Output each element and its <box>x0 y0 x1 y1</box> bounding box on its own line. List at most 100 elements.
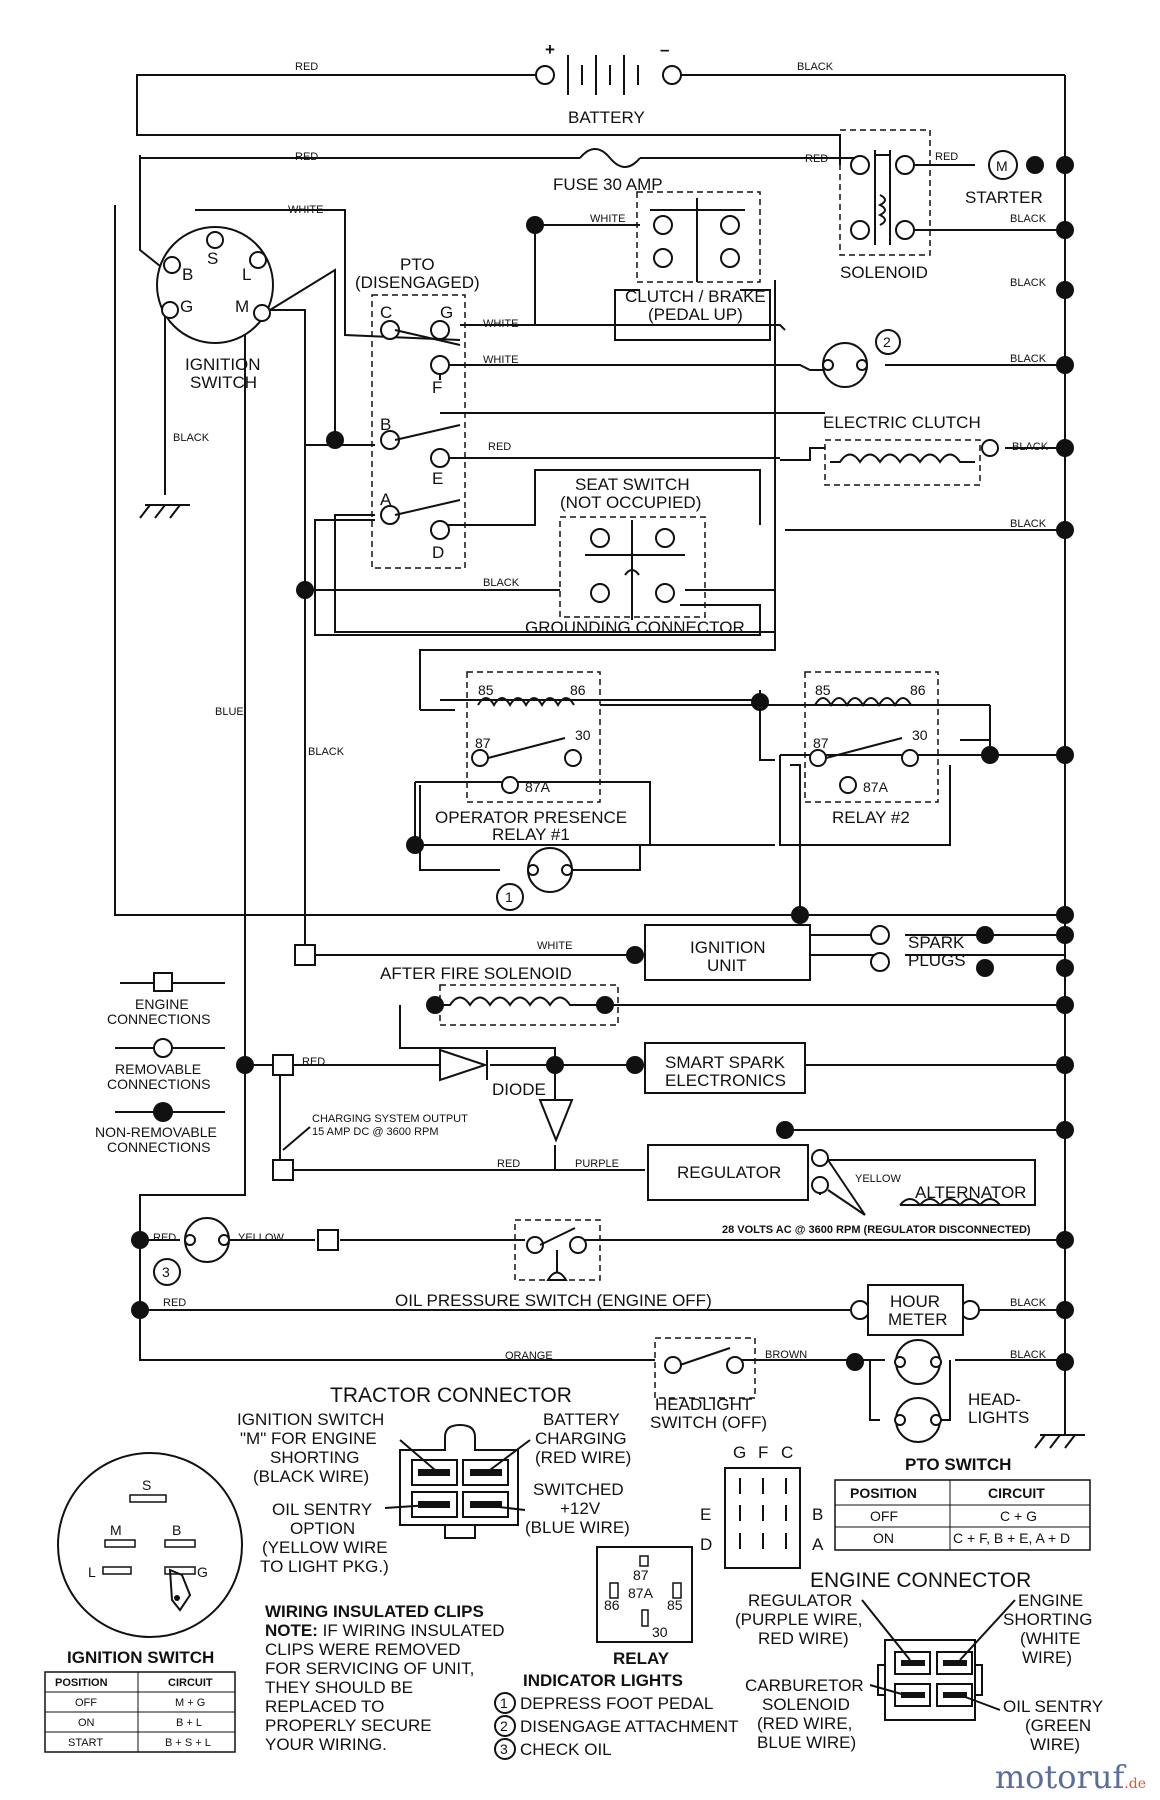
wire-black-9: BLACK <box>308 746 345 758</box>
wire-black-10: BLACK <box>1010 1297 1047 1309</box>
pto-switch: PTO (DISENGAGED) C G F B E A D <box>355 255 480 562</box>
ec-short-1: ENGINE <box>1018 1591 1083 1610</box>
pto-d: D <box>432 543 444 562</box>
lamp-1-number: 1 <box>505 889 513 905</box>
tc-ign-1: IGNITION SWITCH <box>237 1410 384 1429</box>
relay2-label: RELAY #2 <box>832 808 910 827</box>
ign-table-r3c1: START <box>68 1737 103 1749</box>
indicator-lamp-1: 1 <box>496 847 573 911</box>
relay1-87: 87 <box>475 735 491 751</box>
lamp-2-number: 2 <box>883 334 891 350</box>
relay1-85: 85 <box>478 682 494 698</box>
wire-white-5: WHITE <box>537 940 572 952</box>
oil-pressure-switch: 3 OIL PRESSURE SWITCH (ENGINE OFF) <box>153 1217 712 1310</box>
wire-red-3: RED <box>805 153 828 165</box>
alternator-label: ALTERNATOR <box>915 1183 1026 1202</box>
tc-ign-2: "M" FOR ENGINE <box>240 1429 377 1448</box>
seat-switch-label-2: (NOT OCCUPIED) <box>560 493 701 512</box>
legend: ENGINE CONNECTIONS REMOVABLE CONNECTIONS… <box>95 972 225 1155</box>
oil-pressure-label: OIL PRESSURE SWITCH (ENGINE OFF) <box>395 1291 712 1310</box>
tc-bat-2: CHARGING <box>535 1429 627 1448</box>
lamp-3-number: 3 <box>162 1264 170 1280</box>
wire-red-8: RED <box>153 1232 176 1244</box>
legend-engine-2: CONNECTIONS <box>107 1011 210 1027</box>
indicator-3-text: CHECK OIL <box>520 1740 612 1759</box>
alt-note: 28 VOLTS AC @ 3600 RPM (REGULATOR DISCON… <box>722 1224 1031 1236</box>
isw-b: B <box>172 1522 181 1538</box>
tc-sw-3: (BLUE WIRE) <box>525 1518 630 1537</box>
grounding-connector-label: GROUNDING CONNECTOR <box>525 618 745 637</box>
tc-oil-4: TO LIGHT PKG.) <box>260 1557 389 1576</box>
engine-connections <box>272 944 316 1181</box>
smart-spark: SMART SPARK ELECTRONICS <box>644 1042 806 1094</box>
ign-table-r1c2: M + G <box>175 1697 205 1709</box>
relay-2: 85 86 87 30 87A RELAY #2 <box>809 682 928 827</box>
clips-line-6: PROPERLY SECURE <box>265 1716 432 1735</box>
starter: M STARTER <box>965 150 1043 207</box>
legend-nonremovable-1: NON-REMOVABLE <box>95 1124 217 1140</box>
wire-orange: ORANGE <box>505 1350 553 1362</box>
relay1-87a: 87A <box>525 779 551 795</box>
wire-black-6: BLACK <box>173 432 210 444</box>
pto-table-r1c2: C + G <box>1000 1508 1037 1524</box>
pto-switch-diagram: G F C E B D A PTO SWITCH POSITION CIRCUI… <box>700 1443 1091 1569</box>
isw-s: S <box>142 1477 151 1493</box>
isw-g: G <box>197 1564 208 1580</box>
relay1-30: 30 <box>575 727 591 743</box>
wire-red-6: RED <box>302 1056 325 1068</box>
ec-carb-4: BLUE WIRE) <box>757 1733 856 1752</box>
smart-spark-label-2: ELECTRONICS <box>665 1071 786 1090</box>
solenoid-label: SOLENOID <box>840 263 928 282</box>
wire-red-9: RED <box>163 1297 186 1309</box>
headlight-switch: HEADLIGHT SWITCH (OFF) <box>650 1347 767 1432</box>
ec-reg-3: RED WIRE) <box>758 1629 849 1648</box>
battery-label: BATTERY <box>568 108 645 127</box>
clips-note-body: IF WIRING INSULATED <box>318 1621 505 1640</box>
ignition-label-2: SWITCH <box>190 373 257 392</box>
pto-table-r2c2: C + F, B + E, A + D <box>953 1530 1070 1546</box>
indicator-lamp-2: 2 <box>822 329 901 388</box>
wire-black-7: BLACK <box>1010 518 1047 530</box>
ign-g: G <box>180 297 193 316</box>
regulator-label: REGULATOR <box>677 1163 781 1182</box>
relay-pin-30: 30 <box>652 1624 668 1640</box>
ign-table-h2: CIRCUIT <box>168 1677 213 1689</box>
after-fire-solenoid: AFTER FIRE SOLENOID <box>380 964 605 1007</box>
solenoid: SOLENOID <box>840 150 928 282</box>
clutch-brake-label-2: (PEDAL UP) <box>648 305 743 324</box>
pto-label-2: (DISENGAGED) <box>355 273 480 292</box>
relay-1: 85 86 87 30 87A OPERATOR PRESENCE RELAY … <box>435 682 627 844</box>
relay2-30: 30 <box>912 727 928 743</box>
ign-m: M <box>235 297 249 316</box>
ec-carb-2: SOLENOID <box>762 1695 850 1714</box>
ec-reg-2: (PURPLE WIRE, <box>735 1610 863 1629</box>
battery-plus: + <box>545 40 555 59</box>
engine-connector: ENGINE CONNECTOR REGULATOR (PURPLE WIRE,… <box>735 1569 1103 1754</box>
ignition-label-1: IGNITION <box>185 355 261 374</box>
ign-s: S <box>207 249 218 268</box>
battery-minus: – <box>660 40 669 59</box>
indicator-3-num: 3 <box>500 1741 508 1757</box>
wire-red-1: RED <box>295 61 318 73</box>
starter-label: STARTER <box>965 188 1043 207</box>
indicator-2-text: DISENGAGE ATTACHMENT <box>520 1717 739 1736</box>
clips-line-3: FOR SERVICING OF UNIT, <box>265 1659 474 1678</box>
tractor-connector-title: TRACTOR CONNECTOR <box>330 1384 572 1407</box>
tractor-connector: TRACTOR CONNECTOR IGNITION SWITCH "M" FO… <box>237 1384 631 1576</box>
legend-engine-1: ENGINE <box>135 996 189 1012</box>
relay2-87: 87 <box>813 735 829 751</box>
clips-line-2: CLIPS WERE REMOVED <box>265 1640 461 1659</box>
wire-black-1: BLACK <box>797 61 834 73</box>
after-fire-label: AFTER FIRE SOLENOID <box>380 964 572 983</box>
relay-title: RELAY <box>613 1649 670 1668</box>
clips-line-7: YOUR WIRING. <box>265 1735 387 1754</box>
fuse: FUSE 30 AMP <box>553 148 663 194</box>
engine-connector-title: ENGINE CONNECTOR <box>810 1569 1031 1592</box>
fuse-label: FUSE 30 AMP <box>553 175 663 194</box>
headlights: HEAD- LIGHTS <box>894 1339 1029 1443</box>
legend-removable-1: REMOVABLE <box>115 1061 201 1077</box>
relay-pinout: 87 87A 86 85 30 RELAY <box>596 1546 693 1668</box>
indicator-2-num: 2 <box>500 1718 508 1734</box>
isw-m: M <box>110 1522 122 1538</box>
